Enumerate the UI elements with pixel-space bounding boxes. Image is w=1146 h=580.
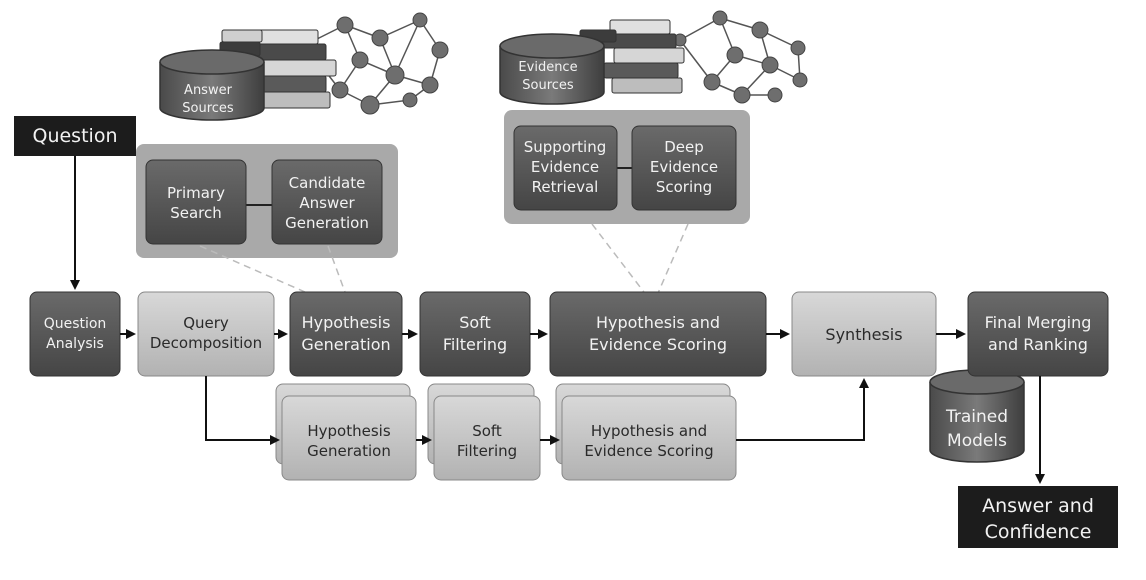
fm-line1: Final Merging	[985, 313, 1092, 332]
hg-line2: Generation	[301, 335, 390, 354]
flow-arrows	[70, 156, 1045, 484]
deep-line2: Evidence	[650, 158, 718, 176]
answer-line1: Answer and	[982, 495, 1094, 517]
deep-line1: Deep	[664, 138, 704, 156]
trained-models-database: Trained Models	[929, 369, 1025, 463]
candidate-line2: Answer	[299, 194, 355, 212]
hypothesis-evidence-scoring-box: Hypothesis and Evidence Scoring	[549, 291, 767, 377]
qd-line2: Decomposition	[150, 334, 262, 352]
synthesis-text: Synthesis	[825, 325, 902, 344]
question-label: Question	[14, 116, 136, 156]
soft-filtering-box: Soft Filtering	[419, 291, 531, 377]
question-analysis-box: Question Analysis	[29, 291, 121, 377]
sf2-line2: Filtering	[457, 442, 517, 460]
fm-line2: and Ranking	[988, 335, 1088, 354]
hg-line1: Hypothesis	[302, 313, 391, 332]
sf2-line1: Soft	[472, 422, 502, 440]
primary-search-box: Primary Search	[145, 159, 247, 245]
qa-line1: Question	[44, 316, 107, 332]
trained-models-label-line1: Trained	[945, 407, 1008, 427]
supporting-evidence-retrieval-box: Supporting Evidence Retrieval	[513, 125, 618, 211]
evidence-sources-label-line1: Evidence	[518, 60, 577, 75]
answer-sources-database: Answer Sources	[159, 49, 265, 121]
qd-line1: Query	[183, 314, 229, 332]
hypothesis-generation-box: Hypothesis Generation	[289, 291, 403, 377]
hes2-line1: Hypothesis and	[591, 422, 707, 440]
candidate-line3: Generation	[285, 214, 369, 232]
primary-search-line1: Primary	[167, 184, 225, 202]
candidate-answer-generation-box: Candidate Answer Generation	[271, 159, 383, 245]
qa-line2: Analysis	[46, 336, 104, 352]
query-decomposition-box: Query Decomposition	[137, 291, 275, 377]
final-merging-ranking-box: Final Merging and Ranking	[967, 291, 1109, 377]
hypothesis-evidence-scoring-parallel-box: Hypothesis and Evidence Scoring	[555, 383, 737, 481]
candidate-line1: Candidate	[289, 174, 366, 192]
callout-dashed-lines	[199, 223, 689, 301]
sf-line1: Soft	[459, 313, 491, 332]
evidence-sources-database: Evidence Sources	[499, 33, 605, 105]
answer-sources-label-line2: Sources	[182, 101, 234, 116]
hg2-line1: Hypothesis	[307, 422, 390, 440]
hes2-line2: Evidence Scoring	[584, 442, 713, 460]
trained-models-label-line2: Models	[947, 431, 1007, 451]
answer-sources-network-icon	[219, 12, 449, 115]
supporting-line2: Evidence	[531, 158, 599, 176]
soft-filtering-parallel-box: Soft Filtering	[427, 383, 541, 481]
deep-evidence-scoring-box: Deep Evidence Scoring	[631, 125, 737, 211]
evidence-sources-network-icon	[579, 10, 808, 104]
hes-line1: Hypothesis and	[596, 313, 720, 332]
hes-line2: Evidence Scoring	[589, 335, 727, 354]
answer-line2: Confidence	[985, 521, 1092, 543]
primary-search-line2: Search	[170, 204, 222, 222]
hg2-line2: Generation	[307, 442, 391, 460]
sf-line2: Filtering	[443, 335, 507, 354]
question-text: Question	[33, 125, 118, 147]
deep-line3: Scoring	[656, 178, 712, 196]
evidence-sources-label-line2: Sources	[522, 78, 574, 93]
supporting-line3: Retrieval	[532, 178, 599, 196]
synthesis-box: Synthesis	[791, 291, 937, 377]
supporting-line1: Supporting	[524, 138, 607, 156]
hypothesis-generation-parallel-box: Hypothesis Generation	[275, 383, 417, 481]
answer-sources-label-line1: Answer	[184, 83, 233, 98]
answer-confidence-label: Answer and Confidence	[958, 486, 1118, 548]
